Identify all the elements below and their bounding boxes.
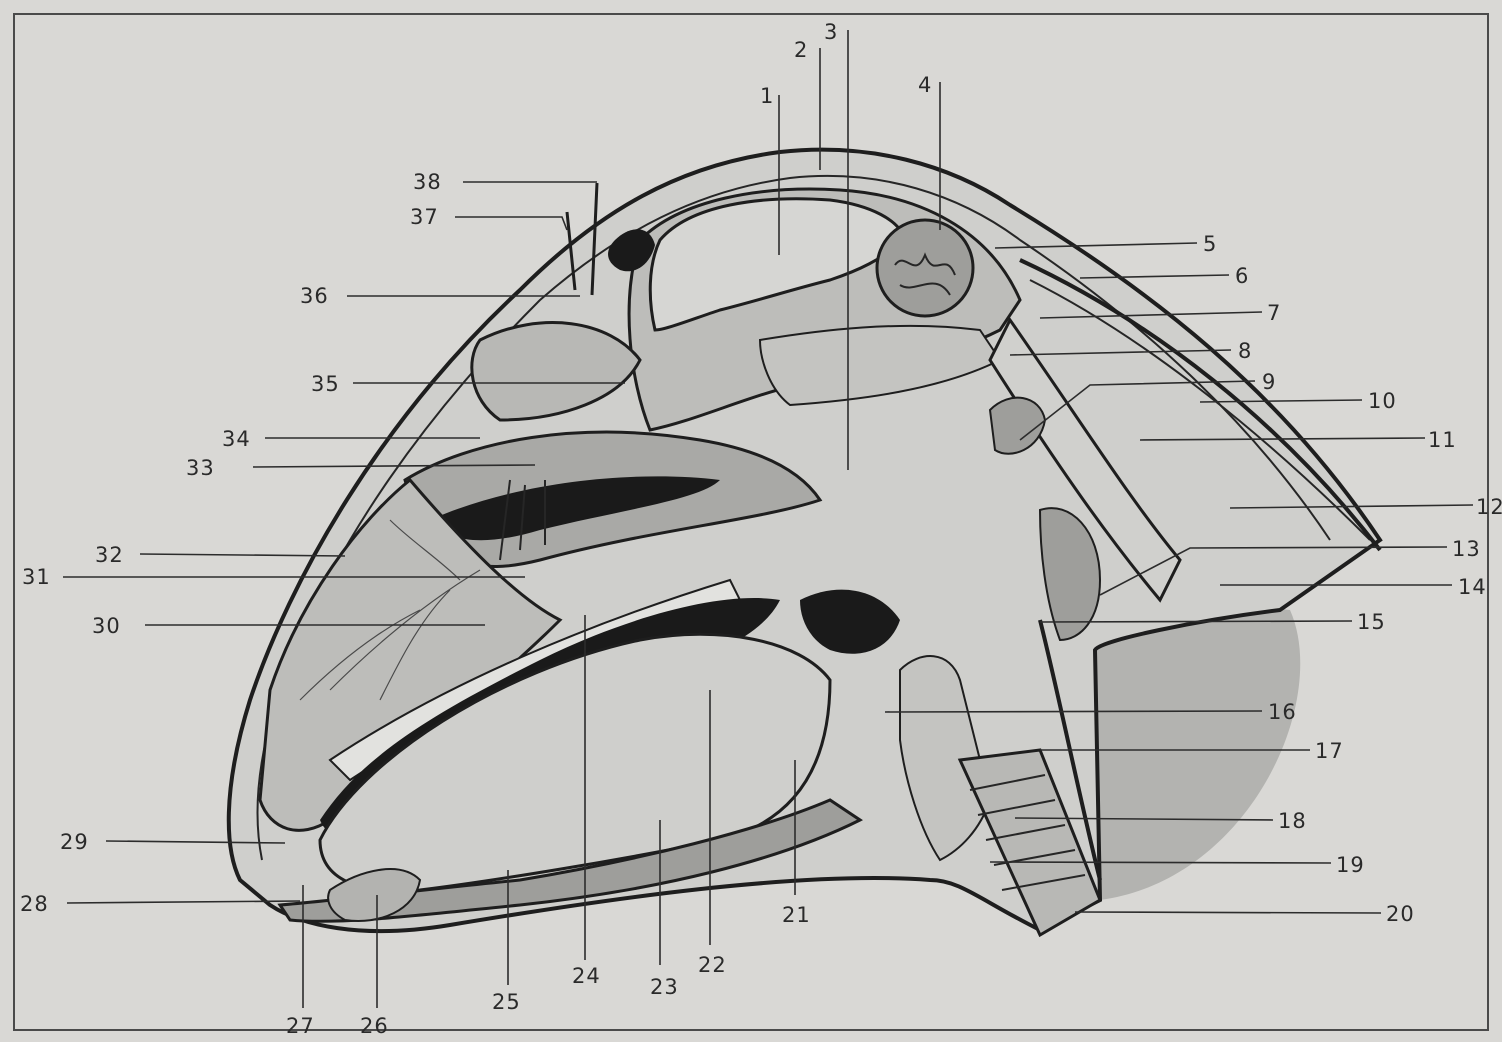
label-2: 2 [794, 38, 808, 62]
label-4: 4 [918, 73, 932, 97]
label-5: 5 [1203, 232, 1217, 256]
label-30: 30 [92, 614, 121, 638]
label-28: 28 [20, 892, 49, 916]
label-32: 32 [95, 543, 124, 567]
label-31: 31 [22, 565, 51, 589]
label-17: 17 [1315, 739, 1344, 763]
label-9: 9 [1262, 370, 1276, 394]
label-33: 33 [186, 456, 215, 480]
label-1: 1 [760, 84, 774, 108]
label-3: 3 [824, 20, 838, 44]
label-34: 34 [222, 427, 251, 451]
label-27: 27 [286, 1014, 315, 1038]
label-26: 26 [360, 1014, 389, 1038]
label-25: 25 [492, 990, 521, 1014]
label-6: 6 [1235, 264, 1249, 288]
label-12: 12 [1476, 495, 1502, 519]
label-21: 21 [782, 903, 811, 927]
label-7: 7 [1267, 301, 1281, 325]
label-16: 16 [1268, 700, 1297, 724]
head-sagittal-section [229, 150, 1380, 935]
label-10: 10 [1368, 389, 1397, 413]
label-20: 20 [1386, 902, 1415, 926]
cerebellum [877, 220, 973, 316]
label-35: 35 [311, 372, 340, 396]
label-29: 29 [60, 830, 89, 854]
label-13: 13 [1452, 537, 1481, 561]
label-22: 22 [698, 953, 727, 977]
label-37: 37 [410, 205, 439, 229]
label-23: 23 [650, 975, 679, 999]
label-15: 15 [1357, 610, 1386, 634]
label-19: 19 [1336, 853, 1365, 877]
label-14: 14 [1458, 575, 1487, 599]
label-8: 8 [1238, 339, 1252, 363]
label-18: 18 [1278, 809, 1307, 833]
label-11: 11 [1428, 428, 1457, 452]
label-36: 36 [300, 284, 329, 308]
label-38: 38 [413, 170, 442, 194]
label-24: 24 [572, 964, 601, 988]
